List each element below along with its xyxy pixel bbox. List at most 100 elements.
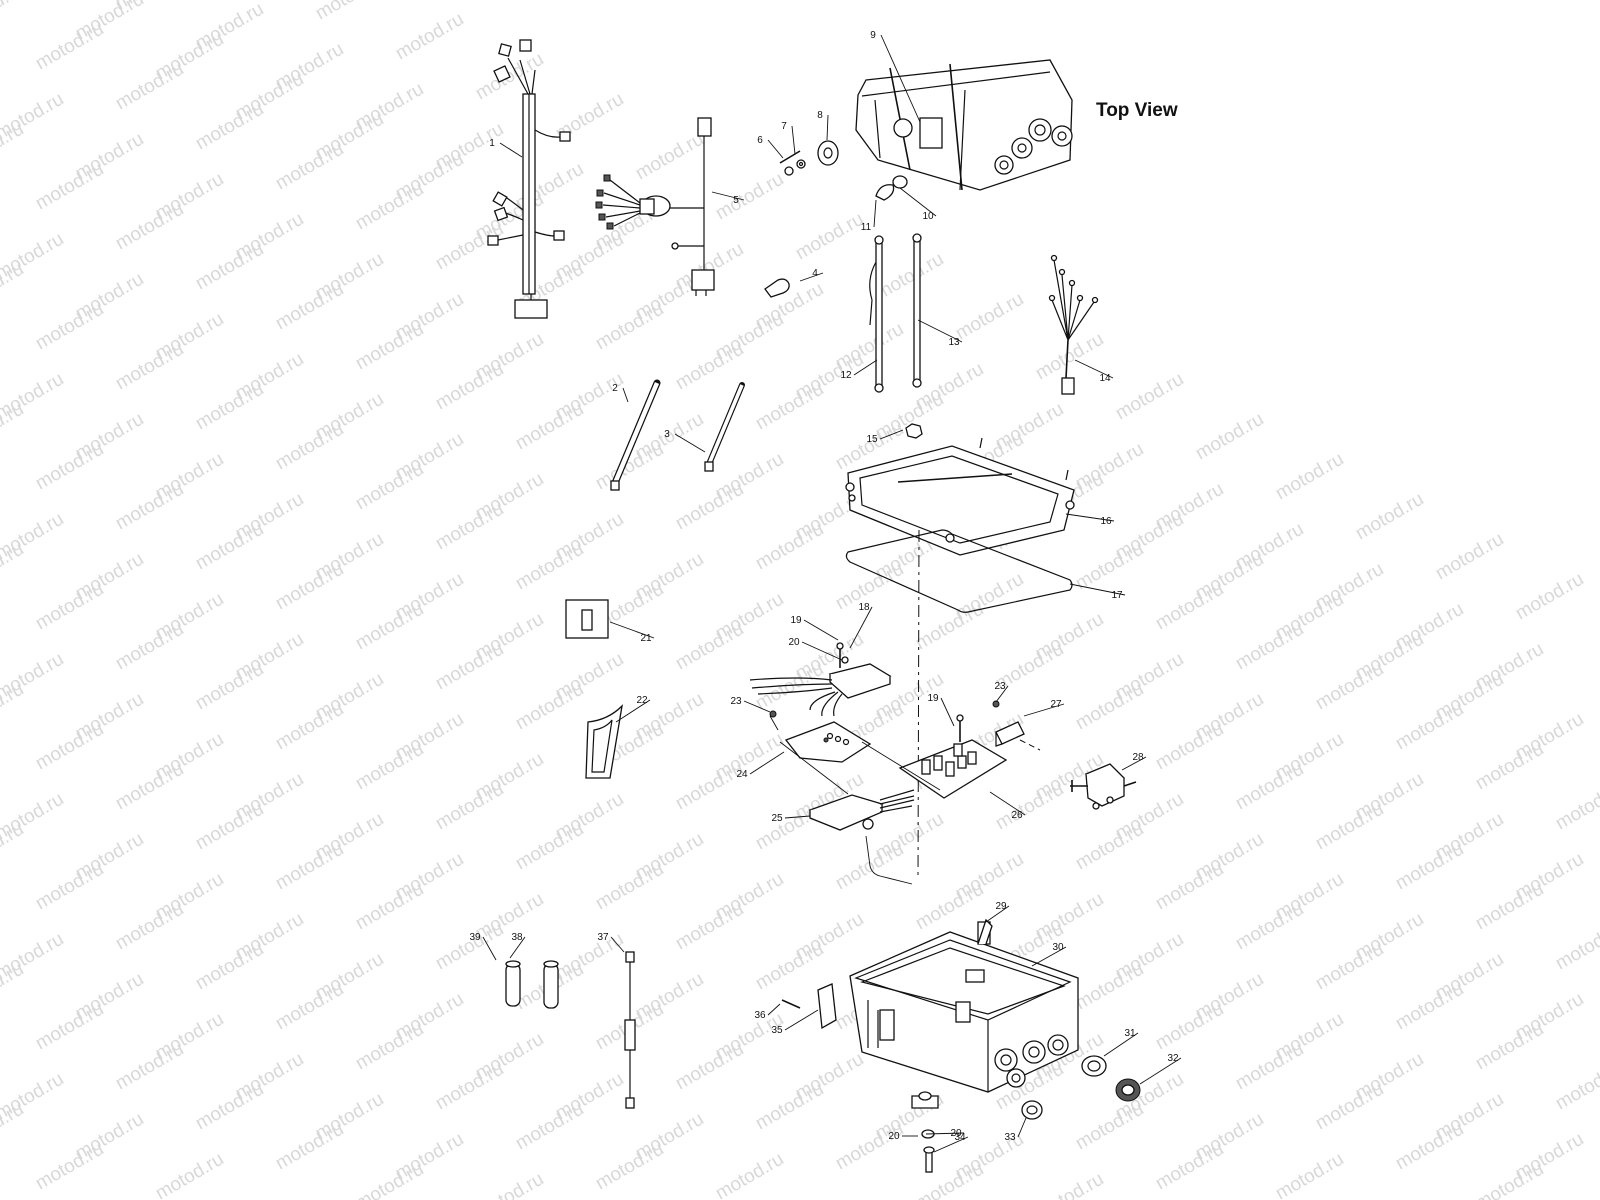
watermark-text: motod.ru [1152, 859, 1227, 915]
leader-line [799, 272, 824, 282]
leader-line [801, 641, 843, 661]
watermark-text: motod.ru [752, 1079, 827, 1135]
watermark-text: motod.ru [1272, 1149, 1347, 1200]
module-18 [749, 642, 892, 717]
watermark-text: motod.ru [1472, 1159, 1547, 1200]
fuses-38-39 [505, 960, 559, 1009]
watermark-text: motod.ru [432, 1059, 507, 1115]
leader-line [917, 319, 963, 343]
watermark-text: motod.ru [872, 249, 947, 305]
watermark-text: motod.ru [352, 459, 427, 515]
callout-number: 29 [995, 901, 1007, 912]
watermark-text: motod.ru [32, 999, 107, 1055]
leader-line [940, 697, 955, 727]
watermark-text: motod.ru [112, 339, 187, 395]
watermark-text: motod.ru [992, 779, 1067, 835]
watermark-text: motod.ru [592, 299, 667, 355]
leader-line [803, 619, 839, 641]
nut [905, 423, 923, 439]
watermark-text: motod.ru [1312, 939, 1387, 995]
watermark-text: motod.ru [192, 799, 267, 855]
leader-line [1139, 1057, 1182, 1085]
watermark-text: motod.ru [1552, 919, 1600, 975]
leader-line [995, 685, 1009, 703]
callout-number: 11 [861, 222, 872, 233]
callout-number: 1 [489, 138, 495, 149]
watermark-text: motod.ru [672, 899, 747, 955]
watermark-text: motod.ru [1152, 1139, 1227, 1195]
watermark-text: motod.ru [272, 1119, 347, 1175]
leader-line [1103, 1032, 1139, 1057]
leader-line [499, 142, 523, 158]
watermark-text: motod.ru [1192, 409, 1267, 465]
callout-number: 20 [888, 1131, 900, 1142]
watermark-text: motod.ru [1472, 1019, 1547, 1075]
watermark-text: motod.ru [192, 939, 267, 995]
watermark-text: motod.ru [432, 639, 507, 695]
watermark-text: motod.ru [1312, 799, 1387, 855]
watermark-text: motod.ru [1072, 959, 1147, 1015]
watermark-text: motod.ru [392, 9, 467, 65]
leader-line [989, 791, 1026, 816]
assembly-axis [917, 529, 920, 881]
callout-number: 27 [1050, 699, 1062, 710]
leader-line [853, 359, 878, 376]
watermark-text: motod.ru [352, 879, 427, 935]
watermark-text: motod.ru [352, 319, 427, 375]
watermark-text: motod.ru [352, 1019, 427, 1075]
watermark-text: motod.ru [752, 379, 827, 435]
leader-line [509, 936, 526, 959]
callout-number: 19 [927, 693, 939, 704]
leader-line [711, 191, 745, 201]
watermark-text: motod.ru [832, 1119, 907, 1175]
watermark-text: motod.ru [32, 719, 107, 775]
callout-number: 37 [597, 932, 609, 943]
terminal-cap [764, 278, 790, 298]
box-lid [845, 437, 1075, 556]
watermark-text: motod.ru [1152, 999, 1227, 1055]
module-25 [808, 789, 915, 831]
callout-number: 21 [640, 633, 652, 644]
watermark-text: motod.ru [192, 99, 267, 155]
callout-number: 23 [730, 696, 742, 707]
callout-number: 7 [781, 121, 787, 132]
callout-number: 25 [771, 813, 783, 824]
watermark-text: motod.ru [752, 799, 827, 855]
seal-and-plug [875, 175, 908, 201]
latch [781, 983, 837, 1030]
bracket-27 [995, 721, 1041, 751]
cables-12-13 [869, 233, 922, 393]
watermark-text: motod.ru [672, 339, 747, 395]
watermark-text: motod.ru [672, 479, 747, 535]
watermark-text: motod.ru [432, 219, 507, 275]
watermark-text: motod.ru [712, 169, 787, 225]
watermark-text: motod.ru [1392, 979, 1467, 1035]
leader-line [933, 1136, 969, 1153]
leader-line [899, 187, 937, 217]
leader-line [925, 1132, 965, 1135]
leader-line [743, 700, 771, 713]
fastener-group [779, 140, 839, 176]
wire-routing [779, 741, 941, 885]
bottom-fasteners [911, 1091, 939, 1173]
watermark-text: motod.ru [112, 899, 187, 955]
watermark-text: motod.ru [1112, 369, 1187, 425]
watermark-text: motod.ru [112, 479, 187, 535]
watermark-text: motod.ru [1472, 879, 1547, 935]
callout-number: 19 [790, 615, 802, 626]
watermark-text: motod.ru [1152, 719, 1227, 775]
watermark-text: motod.ru [912, 879, 987, 935]
watermark-text: motod.ru [1072, 819, 1147, 875]
relay [1070, 763, 1137, 810]
leader-line [1069, 583, 1126, 596]
callout-number: 31 [1124, 1028, 1136, 1039]
watermark-text: motod.ru [472, 1169, 547, 1200]
leader-line [1017, 1117, 1027, 1138]
watermark-text: motod.ru [752, 939, 827, 995]
watermark-text: motod.ru [1312, 1079, 1387, 1135]
watermark-text: motod.ru [312, 0, 387, 24]
watermark-text: motod.ru [192, 239, 267, 295]
callout-number: 36 [754, 1010, 766, 1021]
